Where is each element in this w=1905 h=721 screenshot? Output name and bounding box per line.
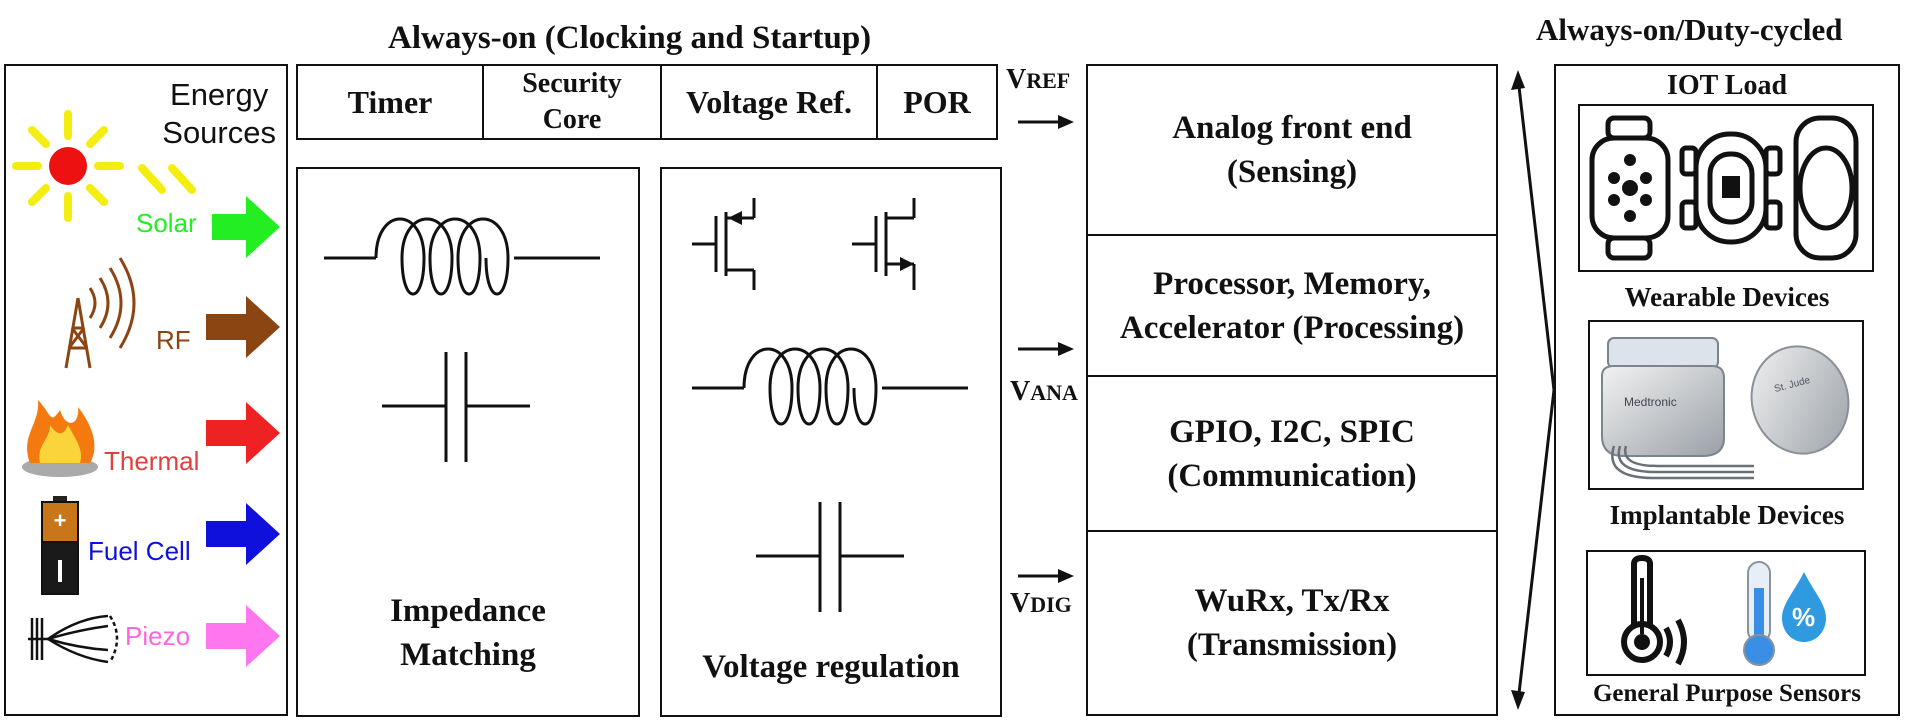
solar-arrow xyxy=(212,196,280,258)
fuel-cell-arrow xyxy=(206,503,280,565)
source-label-solar: Solar xyxy=(136,208,197,238)
wearables-caption: Wearable Devices xyxy=(1624,282,1830,312)
transmission-block: WuRx, Tx/Rx (Transmission) xyxy=(1186,583,1398,663)
security-core-block: Security Core xyxy=(484,66,662,138)
processing-block: Processor, Memory, Accelerator (Processi… xyxy=(1088,236,1496,377)
piezo-icon xyxy=(28,614,119,664)
por-block: POR xyxy=(903,83,971,120)
thermal-arrow xyxy=(206,402,280,464)
capacitor-symbol xyxy=(382,352,530,462)
pmos-transistor-symbol xyxy=(692,198,756,290)
impedance-matching-label: Impedance Matching xyxy=(390,593,546,673)
pacemaker-icon: Medtronic St. Jude xyxy=(1601,337,1850,480)
source-label-thermal: Thermal xyxy=(104,446,200,476)
vdig-arrow xyxy=(1018,569,1074,583)
regulator-inductor-symbol xyxy=(692,347,968,426)
source-label-piezo: Piezo xyxy=(125,621,191,651)
battery-icon: + xyxy=(41,496,79,595)
sun-icon xyxy=(12,110,196,222)
energy-sources-title: Energy Sources xyxy=(162,77,276,150)
piezo-arrow xyxy=(206,605,280,667)
source-label-fuel-cell: Fuel Cell xyxy=(88,536,191,566)
smartwatch-icon xyxy=(1589,115,1859,261)
function-stack: Analog front end (Sensing) Processor, Me… xyxy=(1086,64,1498,716)
vref-arrow xyxy=(1018,115,1074,129)
thermometer-icon: % xyxy=(1621,554,1826,666)
analog-front-end-block: Analog front end (Sensing) xyxy=(1088,66,1496,236)
rf-tower-icon xyxy=(64,257,136,369)
bracket-arrows xyxy=(1511,70,1556,710)
communication-block: GPIO, I2C, SPIC (Communication) xyxy=(1088,377,1496,532)
voltage-regulation-label: Voltage regulation xyxy=(702,649,960,685)
regulator-capacitor-symbol xyxy=(756,502,904,612)
always-on-title: Always-on (Clocking and Startup) xyxy=(388,20,872,56)
rf-arrow xyxy=(206,296,280,358)
vdig-label: VDIG xyxy=(1010,588,1072,619)
voltage-ref-block: Voltage Ref. xyxy=(662,66,878,138)
fire-icon xyxy=(22,400,98,477)
always-on-strip: Timer Security Core Voltage Ref. POR xyxy=(296,64,998,140)
vana-label: VANA xyxy=(1010,376,1078,407)
pacemaker-brand: Medtronic xyxy=(1624,395,1677,409)
vana-arrow xyxy=(1018,342,1074,356)
svg-text:%: % xyxy=(1792,602,1815,632)
iot-load-title: IOT Load xyxy=(1666,70,1788,101)
sensors-caption: General Purpose Sensors xyxy=(1592,680,1862,707)
inductor-symbol xyxy=(324,217,600,296)
source-label-rf: RF xyxy=(156,325,191,355)
nmos-transistor-symbol xyxy=(852,198,916,290)
svg-text:+: + xyxy=(54,508,67,533)
implantables-caption: Implantable Devices xyxy=(1609,500,1845,530)
duty-cycled-title: Always-on/Duty-cycled xyxy=(1536,12,1843,47)
timer-block: Timer xyxy=(298,66,484,138)
vref-label: VREF xyxy=(1006,64,1071,95)
